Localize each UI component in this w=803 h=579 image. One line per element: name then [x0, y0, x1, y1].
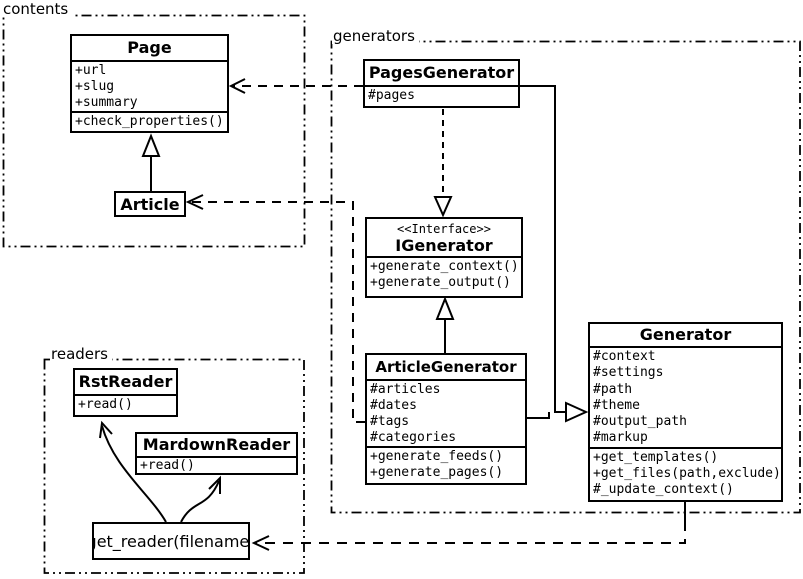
- class-igenerator-name: IGenerator: [395, 236, 493, 255]
- package-label-contents: contents: [2, 2, 73, 17]
- method: +generate_output(): [370, 275, 511, 290]
- edge-article-to-page-inheritance: [141, 133, 161, 191]
- attribute: #path: [593, 381, 633, 397]
- class-pagesgenerator-attributes: #pages: [365, 87, 518, 104]
- open-arrowhead-icon: [251, 535, 270, 551]
- open-arrowhead-icon: [208, 475, 221, 494]
- class-generator-name: Generator: [590, 324, 781, 348]
- package-generators-border: [330, 40, 801, 514]
- method: +generate_pages(): [370, 465, 504, 480]
- attribute: #dates: [370, 398, 417, 413]
- edge-getreader-to-rstreader: [99, 420, 167, 523]
- edge-pagesgenerator-to-igenerator-realization: [433, 109, 453, 218]
- method: +generate_context(): [370, 259, 519, 274]
- class-pagesgenerator: PagesGenerator #pages: [363, 59, 520, 108]
- method: +check_properties(): [75, 114, 224, 129]
- inheritance-triangle-icon: [433, 196, 453, 218]
- inheritance-triangle-icon: [565, 401, 589, 423]
- class-articlegenerator-attributes: #articles #dates #tags #categories: [367, 381, 525, 446]
- class-igenerator-stereotype: <<Interface>>: [397, 222, 491, 236]
- package-contents-border: [2, 14, 306, 248]
- edge-getreader-to-markdownreader: [180, 475, 221, 523]
- method: +get_templates(): [593, 449, 719, 465]
- class-generator-attributes: #context #settings #path #theme #output_…: [590, 348, 781, 447]
- inheritance-triangle-icon: [435, 296, 455, 320]
- class-igenerator-header: <<Interface>> IGenerator: [367, 219, 521, 258]
- class-article-name: Article: [120, 194, 180, 214]
- class-rstreader: RstReader +read(): [73, 368, 178, 417]
- class-generator: Generator #context #settings #path #them…: [588, 322, 783, 502]
- node-get-reader-label: get_reader(filename): [92, 531, 250, 551]
- method: +read(): [78, 397, 133, 412]
- class-page-attributes: +url +slug +summary: [72, 62, 227, 111]
- attribute: #pages: [368, 88, 415, 103]
- attribute: #settings: [593, 365, 664, 381]
- class-markdownreader-name: MardownReader: [137, 434, 296, 458]
- class-igenerator: <<Interface>> IGenerator +generate_conte…: [365, 217, 523, 298]
- class-page-methods: +check_properties(): [72, 111, 227, 130]
- edge-generators-to-generator-inheritance: [520, 85, 589, 423]
- class-articlegenerator: ArticleGenerator #articles #dates #tags …: [365, 353, 527, 485]
- edge-articlegenerator-to-igenerator-inheritance: [435, 296, 455, 353]
- attribute: +summary: [75, 95, 138, 110]
- attribute: #tags: [370, 414, 410, 429]
- open-arrowhead-icon: [185, 194, 204, 210]
- method: +read(): [140, 458, 195, 473]
- method: #_update_context(): [593, 482, 734, 498]
- class-articlegenerator-methods: +generate_feeds() +generate_pages(): [367, 446, 525, 481]
- open-arrowhead-icon: [99, 420, 113, 439]
- attribute: +url: [75, 63, 107, 78]
- package-readers-border: [43, 358, 305, 574]
- inheritance-triangle-icon: [141, 133, 161, 157]
- class-generator-methods: +get_templates() +get_files(path,exclude…: [590, 446, 781, 499]
- class-articlegenerator-name: ArticleGenerator: [367, 355, 525, 381]
- attribute: #context: [593, 349, 656, 364]
- class-rstreader-name: RstReader: [75, 370, 176, 396]
- class-markdownreader: MardownReader +read(): [135, 432, 298, 475]
- class-page-name: Page: [72, 36, 227, 62]
- open-arrowhead-icon: [228, 78, 246, 94]
- attribute: +slug: [75, 79, 115, 94]
- package-label-generators: generators: [332, 29, 419, 44]
- attribute: #articles: [370, 382, 441, 397]
- attribute: #theme: [593, 397, 640, 413]
- method: +get_files(path,exclude): [593, 466, 781, 482]
- class-article: Article: [114, 191, 186, 217]
- attribute: #markup: [593, 430, 648, 446]
- class-markdownreader-methods: +read(): [137, 458, 296, 473]
- class-rstreader-methods: +read(): [75, 396, 176, 413]
- edge-generator-to-getreader-dependency: [251, 502, 686, 551]
- node-get-reader: get_reader(filename): [92, 522, 250, 560]
- class-igenerator-methods: +generate_context() +generate_output(): [367, 258, 521, 291]
- class-page: Page +url +slug +summary +check_properti…: [70, 34, 229, 133]
- attribute: #categories: [370, 430, 457, 445]
- package-label-readers: readers: [50, 347, 112, 362]
- edge-articlegenerator-to-article-dependency: [185, 194, 365, 423]
- method: +generate_feeds(): [370, 449, 504, 464]
- attribute: #output_path: [593, 414, 687, 430]
- class-pagesgenerator-name: PagesGenerator: [365, 61, 518, 87]
- edge-pagesgenerator-to-page-dependency: [228, 78, 363, 94]
